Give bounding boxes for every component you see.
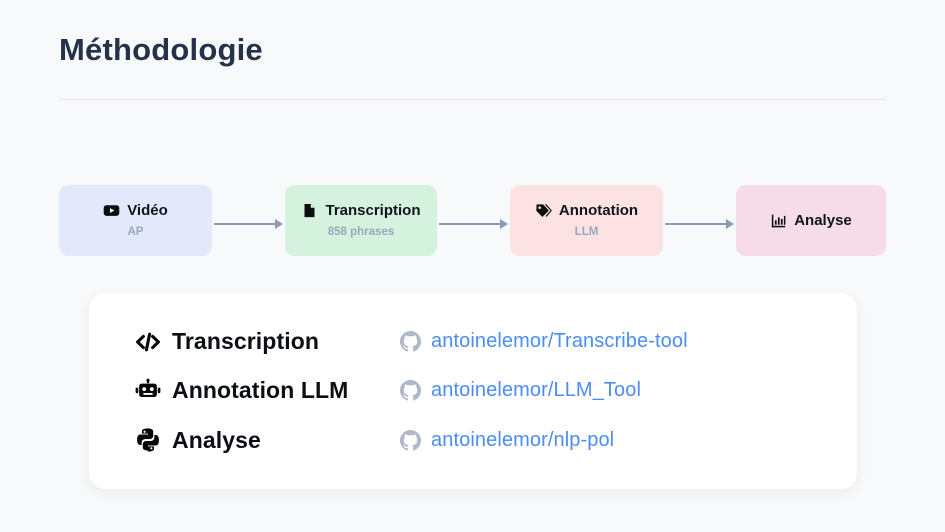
flow-step-transcription-label: Transcription	[325, 202, 421, 220]
methodology-flow-diagram: Vidéo AP Transcription 858 phrases	[59, 185, 886, 256]
github-icon	[400, 331, 421, 352]
flow-step-video-headline: Vidéo	[103, 202, 168, 219]
repository-card: Transcription antoinelemor/Transcribe-to…	[89, 293, 857, 489]
repo-link-label: antoinelemor/Transcribe-tool	[431, 330, 688, 353]
youtube-icon	[103, 202, 120, 219]
flow-step-transcription-headline: Transcription	[301, 202, 421, 220]
flow-step-video-label: Vidéo	[127, 202, 168, 220]
repo-name-transcription: Transcription	[135, 328, 400, 355]
flow-step-transcription-sublabel: 858 phrases	[327, 226, 395, 239]
repo-link-label: antoinelemor/LLM_Tool	[431, 379, 642, 402]
flow-step-analyse-label: Analyse	[794, 212, 852, 229]
flow-step-video: Vidéo AP	[59, 185, 212, 256]
flow-arrow-1	[214, 219, 283, 229]
flow-arrow-3-head	[726, 219, 734, 229]
flow-arrow-2	[439, 219, 508, 229]
document-icon	[301, 202, 318, 219]
page-title: Méthodologie	[59, 32, 263, 67]
robot-icon	[135, 378, 161, 404]
flow-step-annotation-headline: Annotation	[535, 202, 638, 219]
flow-arrow-2-shaft	[439, 223, 500, 225]
flow-arrow-1-head	[275, 219, 283, 229]
flow-step-annotation: Annotation LLM	[510, 185, 663, 256]
flow-step-analyse: Analyse	[736, 185, 886, 256]
flow-arrow-3-shaft	[665, 223, 726, 225]
flow-arrow-1-shaft	[214, 223, 275, 225]
python-icon	[135, 427, 161, 453]
github-icon	[400, 380, 421, 401]
repo-name-label: Analyse	[172, 426, 261, 453]
flow-step-transcription: Transcription 858 phrases	[285, 185, 437, 256]
flow-step-analyse-headline: Analyse	[770, 212, 852, 229]
repo-link-llm-tool[interactable]: antoinelemor/LLM_Tool	[400, 379, 641, 402]
repo-link-label: antoinelemor/nlp-pol	[431, 428, 615, 451]
repo-row: Transcription antoinelemor/Transcribe-to…	[135, 317, 811, 366]
repo-link-nlp-pol[interactable]: antoinelemor/nlp-pol	[400, 429, 614, 452]
code-icon	[135, 329, 161, 355]
flow-arrow-3	[665, 219, 734, 229]
repo-name-analyse: Analyse	[135, 427, 400, 454]
repo-name-label: Transcription	[172, 328, 319, 355]
title-divider	[59, 99, 886, 100]
repo-row: Analyse antoinelemor/nlp-pol	[135, 416, 811, 465]
repo-row: Annotation LLM antoinelemor/LLM_Tool	[135, 366, 811, 415]
tag-icon	[535, 202, 552, 219]
flow-step-video-sublabel: AP	[127, 226, 144, 239]
repo-link-transcribe-tool[interactable]: antoinelemor/Transcribe-tool	[400, 330, 688, 353]
flow-step-annotation-label: Annotation	[558, 202, 639, 220]
github-icon	[400, 429, 421, 451]
repo-name-annotation-llm: Annotation LLM	[135, 377, 400, 404]
repo-name-label: Annotation LLM	[172, 377, 349, 404]
bar-chart-icon	[770, 212, 787, 229]
flow-step-annotation-sublabel: LLM	[574, 226, 599, 239]
flow-arrow-2-head	[500, 219, 508, 229]
